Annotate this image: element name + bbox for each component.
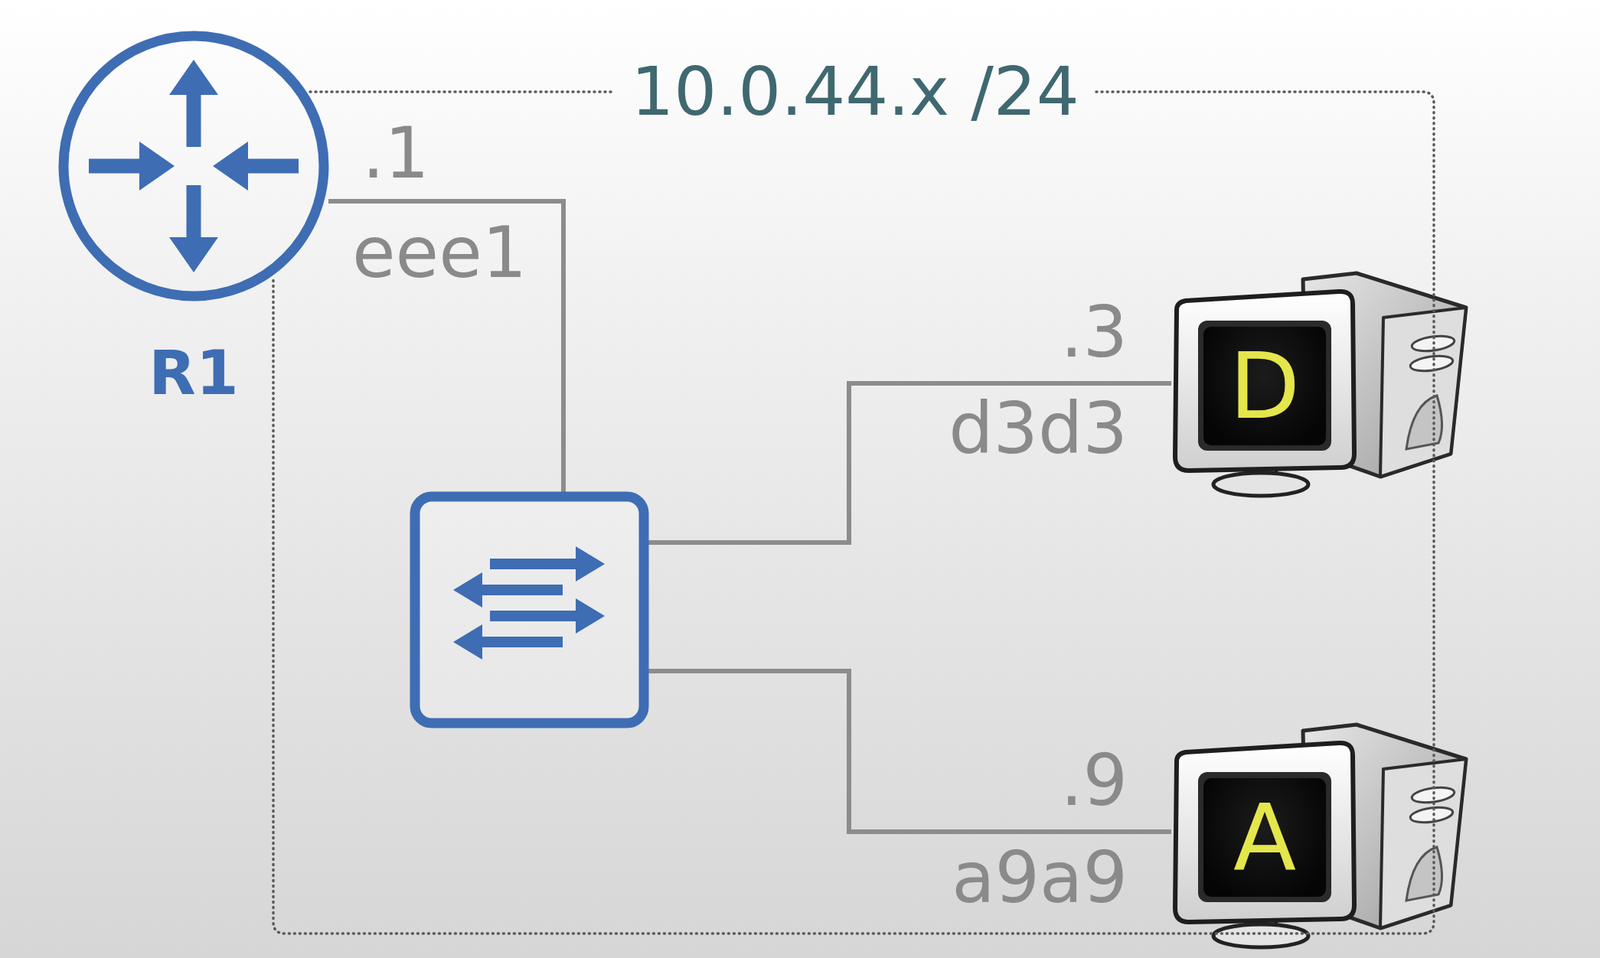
pc-illustration xyxy=(1175,273,1467,497)
pc-screen: D xyxy=(1203,326,1326,446)
mac-suffix: a9a9 xyxy=(951,843,1128,915)
link-wire xyxy=(328,201,564,495)
link-wire xyxy=(645,383,1172,543)
pc-illustration xyxy=(1175,724,1467,948)
router-icon xyxy=(58,30,330,302)
subnet-boundary xyxy=(273,91,1434,934)
host-address: .1 xyxy=(362,118,430,190)
mac-suffix: d3d3 xyxy=(948,394,1128,465)
router-name: R1 xyxy=(58,342,330,405)
router-node: R1 xyxy=(58,30,330,302)
pc-letter: A xyxy=(1233,792,1297,885)
subnet-title: 10.0.44.x /24 xyxy=(613,58,1097,126)
pc-screen: A xyxy=(1203,778,1326,898)
subnet-boundary xyxy=(310,90,614,94)
host-address: .3 xyxy=(1060,297,1128,369)
host-address: .9 xyxy=(1060,746,1128,817)
pc-letter: D xyxy=(1229,340,1300,433)
switch-icon xyxy=(414,496,644,724)
mac-suffix: eee1 xyxy=(352,218,527,289)
link-wire xyxy=(645,671,1172,833)
subnet-outline xyxy=(273,91,1434,934)
